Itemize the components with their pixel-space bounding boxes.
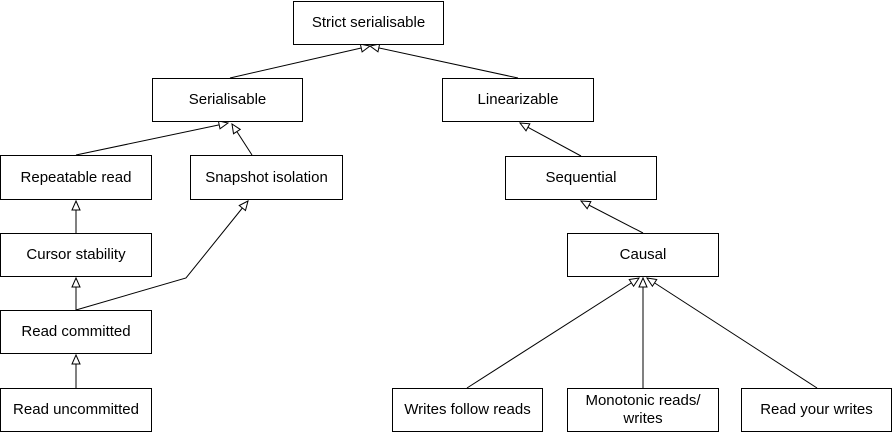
edge-line (519, 122, 582, 157)
edge-cursor-stability-to-repeatable-read (71, 199, 81, 233)
arrowhead (71, 276, 81, 288)
arrowhead (359, 43, 372, 53)
edge-line (580, 200, 644, 234)
node-read-committed: Read committed (0, 310, 152, 354)
edge-monotonic-reads-writes-to-causal (638, 276, 648, 388)
arrowhead (71, 353, 81, 365)
node-sequential: Sequential (505, 156, 657, 200)
arrowhead (217, 120, 230, 130)
arrowhead (238, 200, 249, 212)
arrowhead (71, 199, 81, 211)
edge-linearizable-to-strict-serialisable (368, 43, 519, 79)
edge-causal-to-sequential (579, 200, 644, 234)
node-snapshot-isolation: Snapshot isolation (190, 155, 343, 200)
arrowhead (368, 43, 381, 53)
node-monotonic-reads-writes: Monotonic reads/ writes (567, 388, 719, 432)
edge-read-uncommitted-to-read-committed (71, 353, 81, 388)
arrowhead (579, 200, 592, 210)
node-linearizable: Linearizable (442, 78, 594, 122)
node-read-uncommitted: Read uncommitted (0, 388, 152, 432)
node-read-your-writes: Read your writes (741, 388, 892, 432)
node-cursor-stability: Cursor stability (0, 233, 152, 277)
edge-sequential-to-linearizable (518, 122, 582, 157)
edge-line (466, 277, 640, 389)
arrowhead (645, 277, 658, 288)
arrowhead (628, 277, 641, 288)
node-writes-follow-reads: Writes follow reads (392, 388, 543, 432)
node-repeatable-read: Repeatable read (0, 155, 152, 200)
edge-line (646, 277, 818, 389)
edge-line (229, 45, 371, 79)
edge-read-committed-to-snapshot-isolation (75, 200, 249, 311)
node-strict-serialisable: Strict serialisable (293, 1, 444, 45)
node-causal: Causal (567, 233, 719, 277)
edge-writes-follow-reads-to-causal (466, 277, 641, 389)
arrowhead (638, 276, 648, 288)
edge-line (369, 45, 519, 79)
edge-snapshot-isolation-to-serialisable (231, 122, 253, 156)
arrowhead (231, 122, 242, 135)
edge-line (75, 122, 229, 156)
edge-serialisable-to-strict-serialisable (229, 43, 372, 79)
node-serialisable: Serialisable (152, 78, 303, 122)
edge-repeatable-read-to-serialisable (75, 120, 230, 156)
arrowhead (518, 122, 531, 132)
edge-line (75, 200, 249, 311)
edge-read-your-writes-to-causal (645, 277, 818, 389)
edge-read-committed-to-cursor-stability (71, 276, 81, 310)
